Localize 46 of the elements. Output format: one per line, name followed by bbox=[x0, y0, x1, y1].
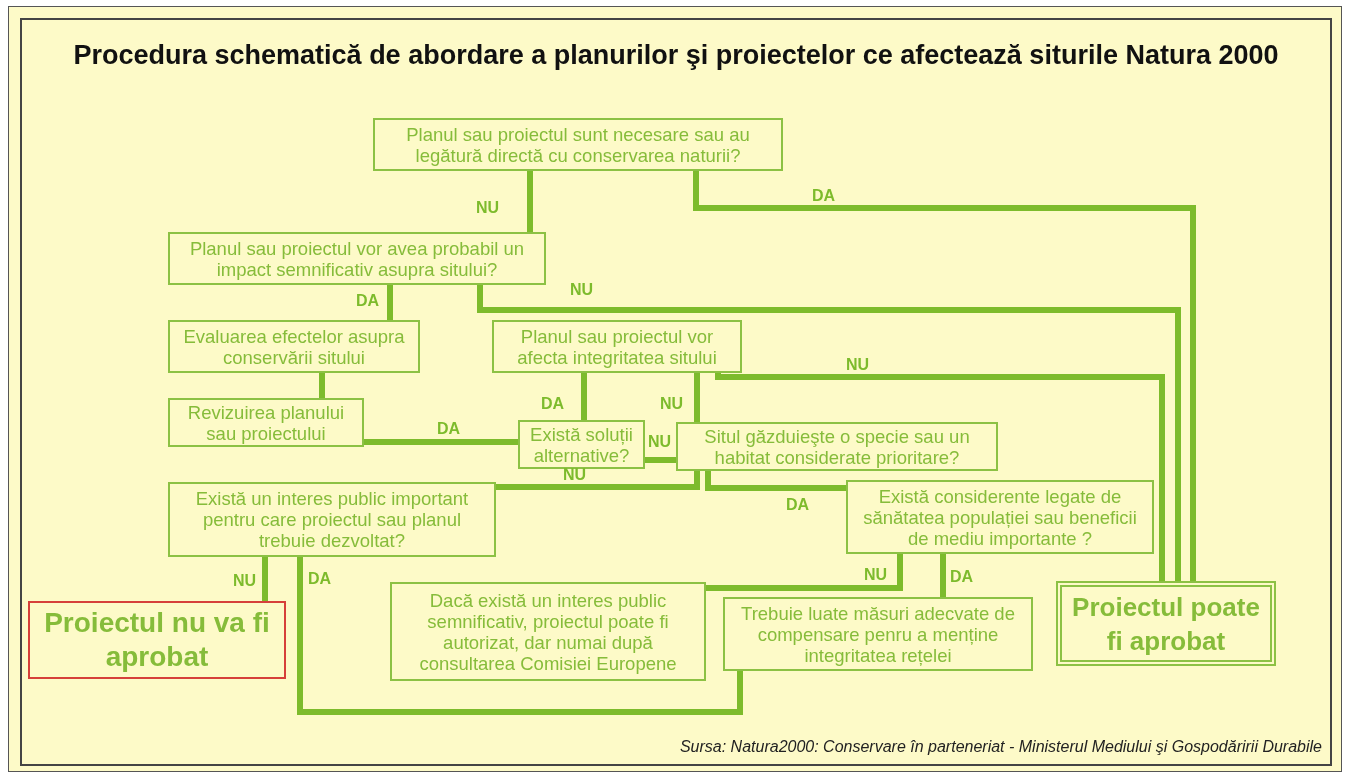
connector-line bbox=[297, 557, 743, 715]
edge-label: DA bbox=[437, 420, 461, 438]
connector-line bbox=[527, 171, 533, 232]
edge-label: DA bbox=[812, 187, 836, 205]
edge-label: NU bbox=[563, 466, 587, 484]
edge-label: NU bbox=[570, 281, 594, 299]
decision-box: Planul sau proiectul sunt necesare sau au legătură directă cu conservarea naturii? bbox=[373, 118, 783, 171]
connector-line bbox=[706, 554, 903, 591]
edge-label: NU bbox=[864, 566, 888, 584]
connector-line bbox=[645, 457, 676, 463]
connector-line bbox=[364, 439, 518, 445]
decision-box: Trebuie luate măsuri adecvate de compensare penru a menține integritatea rețelei bbox=[723, 597, 1033, 671]
connector-line bbox=[496, 471, 700, 490]
decision-box: Există considerente legate de sănătatea populației sau beneficii de mediu importante ? bbox=[846, 480, 1154, 554]
edge-label: NU bbox=[476, 199, 500, 217]
decision-box: Revizuirea planului sau proiectului bbox=[168, 398, 364, 447]
decision-box: Dacă există un interes public semnificativ, proiectul poate fi autorizat, dar numai după consultarea Comisiei Europene bbox=[390, 582, 706, 681]
edge-label: NU bbox=[233, 572, 257, 590]
connector-line bbox=[581, 373, 587, 420]
decision-box: Situl găzduieşte o specie sau un habitat considerate prioritare? bbox=[676, 422, 998, 471]
connector-line bbox=[387, 285, 393, 320]
connector-line bbox=[693, 171, 1196, 581]
decision-box: Există soluții alternative? bbox=[518, 420, 645, 469]
edge-label: NU bbox=[660, 395, 684, 413]
edge-label: DA bbox=[541, 395, 565, 413]
connector-line bbox=[477, 285, 1181, 581]
decision-box: Evaluarea efectelor asupra conservării sitului bbox=[168, 320, 420, 373]
edge-label: DA bbox=[786, 496, 810, 514]
edge-label: DA bbox=[308, 570, 332, 588]
decision-box: Există un interes public important pentru care proiectul sau planul trebuie dezvoltat? bbox=[168, 482, 496, 557]
outcome-box: Proiectul poate fi aprobat bbox=[1056, 581, 1276, 666]
edge-label: NU bbox=[648, 433, 672, 451]
connector-line bbox=[715, 371, 1165, 581]
connector-line bbox=[262, 557, 268, 601]
connector-line bbox=[705, 471, 846, 491]
edge-label: DA bbox=[356, 292, 380, 310]
decision-box: Planul sau proiectul vor afecta integritatea sitului bbox=[492, 320, 742, 373]
connector-line bbox=[694, 373, 700, 422]
outcome-box: Proiectul nu va fi aprobat bbox=[28, 601, 286, 679]
connector-line bbox=[940, 554, 946, 597]
diagram-title: Procedura schematică de abordare a planurilor şi proiectelor ce afectează siturile Natura 2000 bbox=[72, 40, 1280, 70]
connector-line bbox=[319, 373, 325, 398]
decision-box: Planul sau proiectul vor avea probabil un impact semnificativ asupra sitului? bbox=[168, 232, 546, 285]
edge-label: DA bbox=[950, 568, 974, 586]
source-caption: Sursa: Natura2000: Conservare în parteneriat - Ministerul Mediului şi Gospodăririi Durabile bbox=[679, 738, 1322, 756]
edge-label: NU bbox=[846, 356, 870, 374]
